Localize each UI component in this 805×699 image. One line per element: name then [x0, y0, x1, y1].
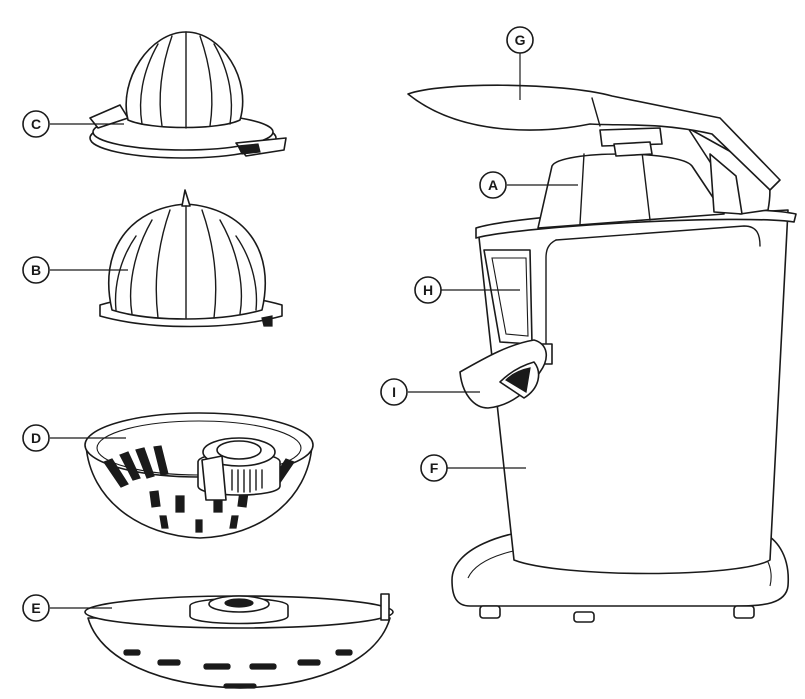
callout-c-label: C — [31, 116, 41, 132]
callout-d: D — [23, 425, 49, 451]
juicer-body — [408, 85, 796, 622]
callout-h-label: H — [423, 282, 433, 298]
callout-f-label: F — [430, 460, 439, 476]
callout-b: B — [23, 257, 49, 283]
part-c-small-reamer — [90, 32, 286, 158]
callout-b-label: B — [31, 262, 41, 278]
callout-h: H — [415, 277, 441, 303]
callout-i-label: I — [392, 384, 396, 400]
callout-c: C — [23, 111, 49, 137]
callout-d-label: D — [31, 430, 41, 446]
callout-g: G — [507, 27, 533, 53]
part-e-pulp-collector — [85, 594, 393, 688]
callout-i: I — [381, 379, 407, 405]
part-b-large-reamer — [100, 190, 282, 327]
callout-f: F — [421, 455, 447, 481]
callout-e-label: E — [31, 600, 40, 616]
callout-e: E — [23, 595, 49, 621]
callout-a-label: A — [488, 177, 498, 193]
part-d-strainer — [85, 413, 313, 538]
callout-g-label: G — [515, 32, 526, 48]
callout-a: A — [480, 172, 506, 198]
